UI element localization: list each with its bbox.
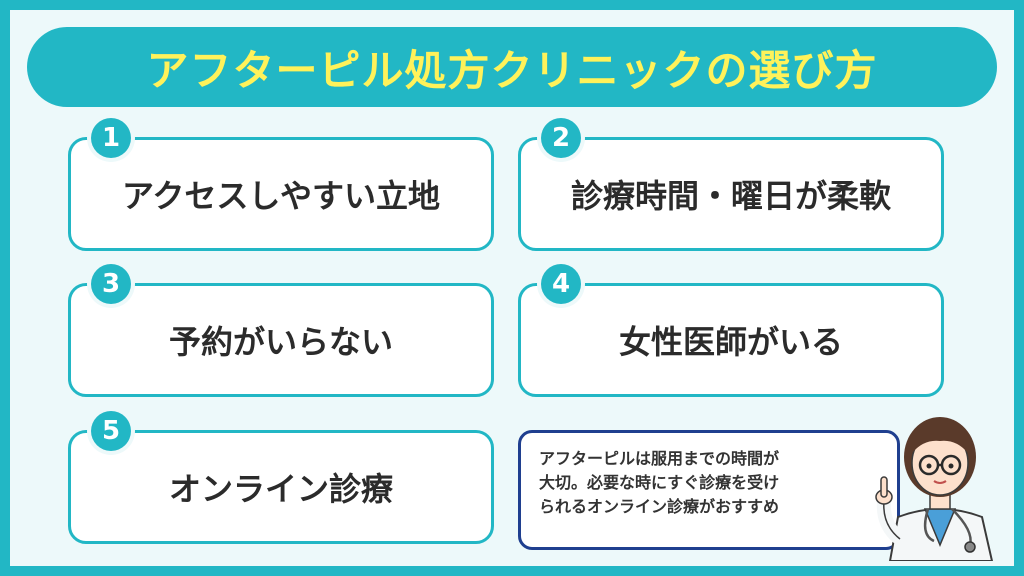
note-line-3: られるオンライン診療がおすすめ [539,497,780,516]
card-1: 1 アクセスしやすい立地 [68,118,494,251]
number-badge-2: 2 [541,118,581,158]
card-2: 2 診療時間・曜日が柔軟 [518,118,944,251]
card-5: 5 オンライン診療 [68,411,494,544]
card-3: 3 予約がいらない [68,264,494,397]
content-area: アフターピル処方クリニックの選び方 1 アクセスしやすい立地 2 診療時間・曜日… [10,10,1014,566]
number-badge-3: 3 [91,264,131,304]
card-label-5: オンライン診療 [168,470,393,508]
number-badge-4: 4 [541,264,581,304]
card-label-3: 予約がいらない [168,323,393,361]
card-label-1: アクセスしやすい立地 [121,177,441,215]
doctor-pointing-icon [875,417,994,561]
number-badge-1: 1 [91,118,131,158]
card-4: 4 女性医師がいる [518,264,944,397]
page-title: アフターピル処方クリニックの選び方 [146,45,878,95]
number-badge-5: 5 [91,411,131,451]
card-label-2: 診療時間・曜日が柔軟 [570,177,891,215]
advice-note: アフターピルは服用までの時間が 大切。必要な時にすぐ診療を受け られるオンライン… [518,430,900,550]
title-banner: アフターピル処方クリニックの選び方 [27,27,997,107]
note-line-1: アフターピルは服用までの時間が [539,449,780,468]
note-line-2: 大切。必要な時にすぐ診療を受け [539,473,780,492]
card-label-4: 女性医師がいる [618,323,843,361]
